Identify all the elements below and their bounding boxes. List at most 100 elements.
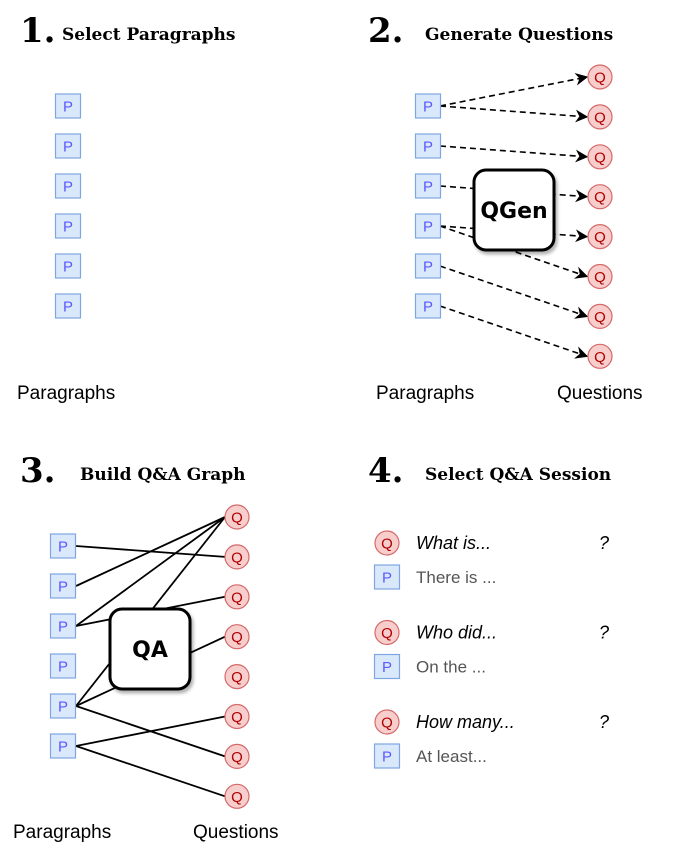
question-node-label: Q [594,189,606,206]
question-node-circle [224,584,250,610]
paragraph-node: P [49,613,77,639]
paragraph-node-label: P [423,259,433,276]
qa-edge [75,516,226,627]
question-mark: ? [599,623,609,643]
paragraph-node: P [54,293,82,319]
question-node-label: Q [594,109,606,126]
paragraph-node: P [414,293,442,319]
question-node-circle [587,104,613,130]
qa-model-label: QA [132,638,168,663]
paragraph-node: P [49,653,77,679]
paragraph-node-box [414,173,442,199]
paragraph-node-label: P [423,299,433,316]
paragraph-node-box [54,213,82,239]
paragraph-node-box [414,293,442,319]
paragraph-node-box [54,93,82,119]
question-node: Q [587,104,613,130]
answer-text: On the ... [416,658,486,677]
paragraph-node: P [54,173,82,199]
question-node-circle [224,783,250,809]
step-number: 4. [368,451,404,491]
step-number: 3. [20,451,56,491]
question-node-circle [224,504,250,530]
paragraph-node-label: P [423,219,433,236]
question-node: Q [224,783,250,809]
qgen-model-label: QGen [480,199,547,224]
question-node: Q [587,184,613,210]
question-node-circle [374,709,400,735]
paragraph-node-box [54,133,82,159]
question-node-circle [224,703,250,730]
question-node: Q [587,224,613,250]
question-node-circle [224,743,250,770]
question-node: Q [587,263,613,290]
paragraph-node: P [414,253,442,279]
paragraph-node: P [414,173,442,199]
paragraph-node-box [414,213,442,239]
paragraph-node-label: P [63,99,73,116]
paragraph-node-box [49,613,77,639]
step-number: 1. [20,11,56,51]
question-node-label: Q [381,536,393,553]
paragraph-node: P [414,133,442,159]
question-node-circle [587,263,613,290]
question-node-circle [587,184,613,210]
question-node-label: Q [594,229,606,246]
question-node: Q [587,343,613,369]
question-node-circle [374,619,400,646]
answer-text: At least... [416,747,487,766]
panel-3-title: 3. Build Q&A Graph [20,451,245,491]
step-title: Select Paragraphs [62,25,235,45]
question-node-circle [587,303,613,329]
paragraph-node-box [373,743,401,769]
paragraph-node-box [54,293,82,319]
panel-4-title: 4. Select Q&A Session [368,451,611,491]
question-node: Q [374,619,400,646]
paragraph-node-label: P [382,749,392,766]
generation-arrow [439,105,589,123]
generation-arrow [439,265,589,319]
paragraph-node-label: P [58,659,68,676]
paragraph-node-box [414,253,442,279]
question-node-circle [587,64,613,90]
question-node-circle [224,663,250,690]
paragraph-node-label: P [63,299,73,316]
paragraph-node: P [49,573,77,599]
question-node-label: Q [594,269,606,286]
question-node-label: Q [594,149,606,166]
question-node-circle [224,544,250,570]
paragraph-node-box [414,133,442,159]
paragraph-node: P [54,253,82,279]
paragraph-node-box [373,653,401,680]
question-node: Q [587,64,613,90]
paragraphs-label: Paragraphs [17,383,115,404]
paragraph-node-box [54,173,82,199]
question-node: Q [224,504,250,530]
paragraph-node-box [373,564,401,590]
paragraph-node-label: P [58,539,68,556]
generation-arrow [439,145,589,163]
step-title: Build Q&A Graph [80,465,245,485]
paragraph-node: P [414,93,442,119]
question-node-circle [587,144,613,170]
paragraph-node-label: P [58,619,68,636]
paragraph-node-box [49,573,77,599]
question-node-circle [587,224,613,250]
paragraph-node-label: P [63,139,73,156]
question-node-label: Q [594,309,606,326]
question-node-label: Q [231,589,243,606]
paragraph-node-label: P [63,179,73,196]
paragraph-node-label: P [423,139,433,156]
question-text: How many... [416,712,515,732]
question-node: Q [587,144,613,170]
qgen-model-box [472,168,556,252]
answer-text: There is ... [416,568,496,587]
qgen-model: QGen [472,168,556,252]
panel-1-title: 1. Select Paragraphs [20,11,235,51]
paragraph-node: P [414,213,442,239]
paragraph-node-label: P [63,219,73,236]
paragraph-node-box [49,693,77,719]
generation-arrow [439,305,589,359]
question-node: Q [374,530,400,556]
